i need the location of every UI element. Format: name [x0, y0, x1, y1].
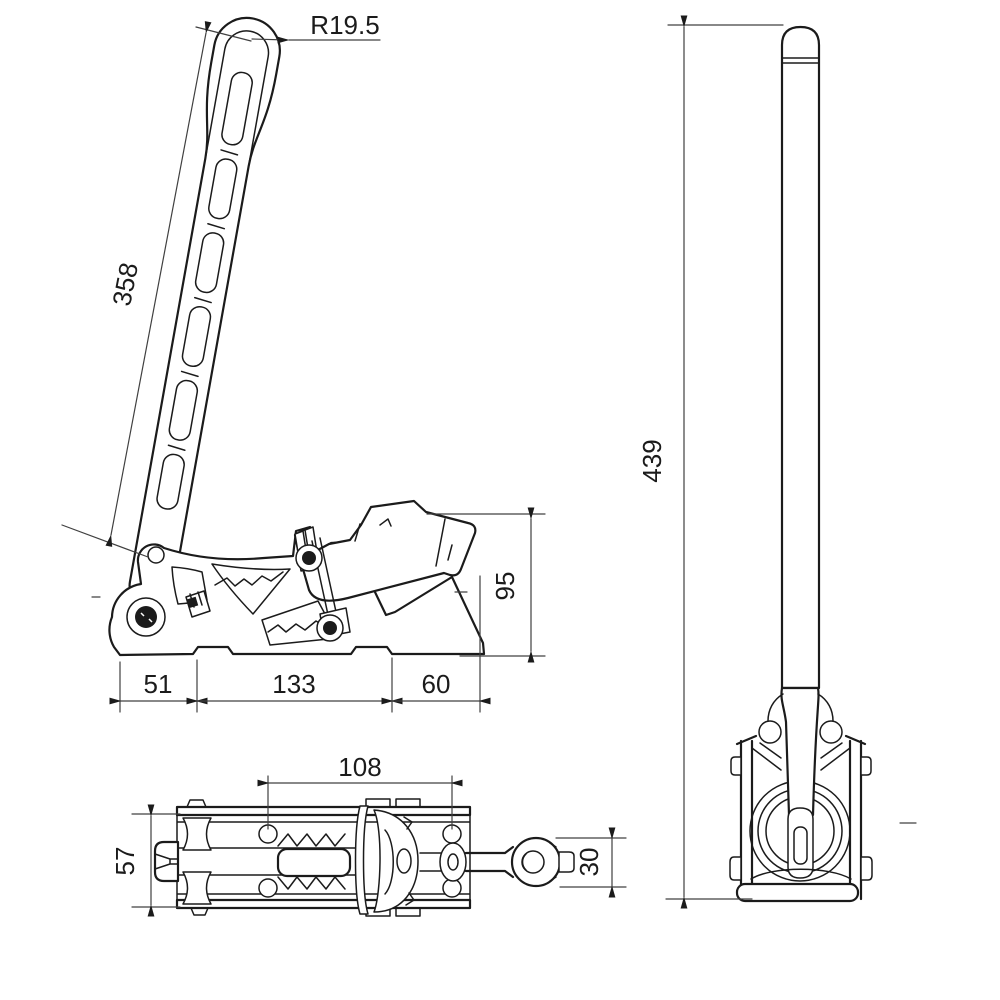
- master-cylinder: [293, 499, 477, 602]
- dim-label-base-width: 57: [110, 847, 140, 876]
- spring-wire-lower: [267, 620, 327, 633]
- dimension-annotations: R19.5 358 95 51 133 60 108 57 30 439: [61, 10, 917, 917]
- dim-label-overall-height: 439: [637, 439, 667, 482]
- lever-blade-front: [780, 686, 820, 817]
- master-cylinder-body: [293, 499, 477, 602]
- pivot-bolt: [126, 597, 166, 637]
- top-view: [153, 798, 575, 917]
- lower-bolt: [316, 614, 344, 642]
- rod-end-eye: [510, 836, 575, 888]
- bottom-plate: [175, 898, 472, 910]
- side-tab: [860, 856, 873, 881]
- blade-horns: [767, 693, 834, 722]
- dim-label-hole-spacing: 108: [338, 752, 381, 782]
- side-tab: [729, 856, 742, 881]
- dim-label-rod-end-width: 30: [574, 848, 604, 877]
- spring-hook: [819, 720, 843, 744]
- clevis-fork: [153, 840, 180, 883]
- side-plates: [735, 734, 867, 901]
- spring-top-view-upper: [277, 833, 346, 847]
- adjuster-block: [185, 590, 211, 618]
- dim-label-lever-length: 358: [106, 260, 144, 308]
- dim-label-handle-radius: R19.5: [310, 10, 379, 40]
- spring-wire-upper: [214, 571, 284, 587]
- push-rod: [464, 845, 515, 879]
- upper-bolt: [295, 544, 323, 572]
- mount-hole: [258, 878, 278, 898]
- cam-assembly: [354, 798, 421, 917]
- front-view: [729, 25, 873, 903]
- lever-front-outline: [780, 25, 821, 690]
- reference-tick: [91, 591, 917, 824]
- center-boss: [276, 847, 352, 878]
- base-plate-front: [735, 882, 860, 903]
- top-plate: [175, 805, 472, 817]
- dim-label-cylinder-height: 95: [490, 572, 520, 601]
- side-tab: [730, 756, 742, 776]
- roller-lower: [182, 871, 212, 905]
- side-tab: [860, 756, 872, 776]
- roller-upper: [182, 817, 212, 851]
- dim-label-base-right: 60: [422, 669, 451, 699]
- side-view: [108, 16, 486, 657]
- spring-top-view-lower: [277, 876, 346, 890]
- brace-lines: [751, 742, 851, 771]
- dim-label-base-left: 51: [144, 669, 173, 699]
- front-base: [729, 686, 873, 903]
- lever-side: [128, 16, 281, 609]
- spring-hook: [758, 720, 782, 744]
- bracket-lug-hole: [147, 546, 165, 564]
- handle-cap-lines: [781, 57, 820, 64]
- dim-label-base-middle: 133: [272, 669, 315, 699]
